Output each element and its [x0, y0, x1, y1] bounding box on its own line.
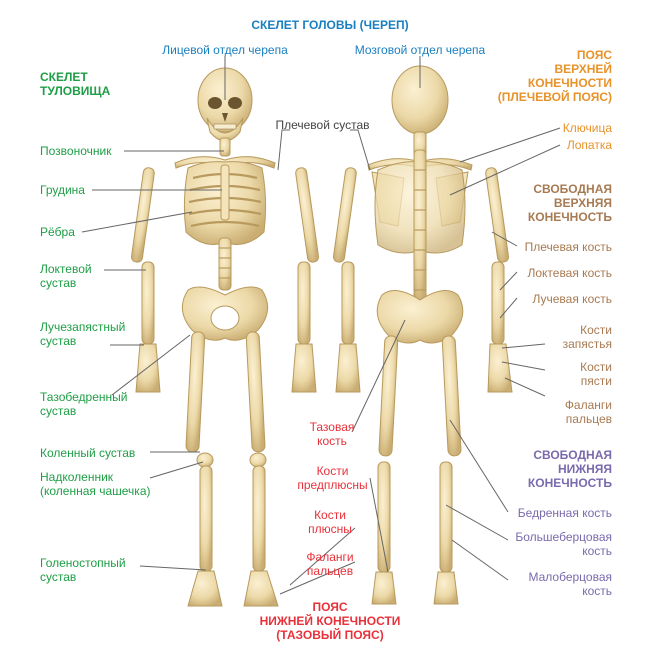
heading-free-lower-limb: СВОБОДНАЯ НИЖНЯЯ КОНЕЧНОСТЬ: [527, 448, 612, 490]
leader-lines: [81, 56, 561, 595]
front-left-femur: [185, 331, 206, 453]
front-left-hand: [135, 343, 161, 393]
back-right-femur: [441, 335, 462, 457]
label-hip-joint: Тазобедренный сустав: [40, 390, 128, 418]
front-left-tibia: [199, 465, 213, 572]
label-pelvic-bone: Тазовая кость: [309, 420, 355, 448]
label-metatarsals: Кости плюсны: [308, 508, 352, 536]
heading-upper-girdle: ПОЯС ВЕРХНЕЙ КОНЕЧНОСТИ (ПЛЕЧЕВОЙ ПОЯС): [497, 48, 612, 104]
label-elbow-joint: Локтевой сустав: [40, 262, 92, 290]
label-toe-phalanges: Фаланги пальцев: [306, 550, 354, 578]
back-right-hand: [487, 343, 513, 393]
label-ankle-joint: Голеностопный сустав: [40, 556, 126, 584]
front-left-forearm: [141, 261, 155, 345]
label-shoulder-joint: Плечевой сустав: [275, 118, 370, 132]
label-spine: Позвоночник: [40, 144, 112, 158]
front-left-foot: [187, 570, 223, 607]
back-spine: [413, 149, 427, 301]
back-right-tibia: [439, 461, 453, 573]
label-humerus: Плечевая кость: [524, 240, 612, 254]
back-left-hand: [335, 343, 361, 393]
label-facial-skull: Лицевой отдел черепа: [162, 43, 288, 57]
back-left-forearm: [341, 261, 355, 345]
front-neck: [219, 137, 231, 157]
label-finger-phalanges: Фаланги пальцев: [564, 398, 612, 426]
label-knee-joint: Коленный сустав: [40, 446, 136, 460]
front-right-humerus: [295, 167, 320, 263]
label-femur: Бедренная кость: [517, 506, 612, 520]
front-right-forearm: [297, 261, 311, 345]
label-carpals: Кости запястья: [562, 323, 612, 351]
heading-trunk: СКЕЛЕТ ТУЛОВИЩА: [40, 70, 111, 98]
front-left-humerus: [130, 167, 155, 263]
label-metacarpals: Кости пясти: [580, 360, 612, 388]
label-radius: Лучевая кость: [532, 292, 613, 306]
front-right-foot: [243, 570, 279, 607]
label-tibia: Большеберцовая кость: [515, 530, 612, 558]
front-jaw: [206, 117, 244, 142]
heading-free-upper-limb: СВОБОДНАЯ ВЕРХНЯЯ КОНЕЧНОСТЬ: [527, 182, 612, 224]
heading-skull: СКЕЛЕТ ГОЛОВЫ (ЧЕРЕП): [251, 18, 409, 32]
back-left-humerus: [332, 167, 357, 263]
label-sternum: Грудина: [40, 183, 85, 197]
front-sternum: [220, 164, 230, 221]
front-right-hand: [291, 343, 317, 393]
label-fibula: Малоберцовая кость: [528, 570, 612, 598]
label-tarsals: Кости предплюсны: [297, 464, 368, 492]
label-ribs: Рёбра: [40, 225, 75, 239]
label-wrist-joint: Лучезапястный сустав: [40, 320, 126, 348]
label-patella: Надколенник (коленная чашечка): [40, 470, 151, 498]
label-scapula: Лопатка: [566, 138, 612, 152]
front-right-tibia: [252, 465, 266, 572]
back-pelvis: [376, 290, 464, 344]
front-left-patella: [196, 452, 214, 468]
front-right-femur: [245, 331, 266, 453]
label-cranial-skull: Мозговой отдел черепа: [354, 43, 486, 57]
back-left-femur: [378, 335, 399, 457]
back-left-foot: [371, 571, 397, 605]
label-ulna: Локтевая кость: [527, 266, 612, 280]
heading-lower-girdle: ПОЯС НИЖНЕЙ КОНЕЧНОСТИ (ТАЗОВЫЙ ПОЯС): [259, 600, 401, 642]
label-clavicle: Ключица: [562, 121, 612, 135]
front-skeleton: [130, 67, 320, 607]
front-spine: [218, 237, 232, 291]
front-right-patella: [249, 452, 267, 468]
back-right-foot: [433, 571, 459, 605]
